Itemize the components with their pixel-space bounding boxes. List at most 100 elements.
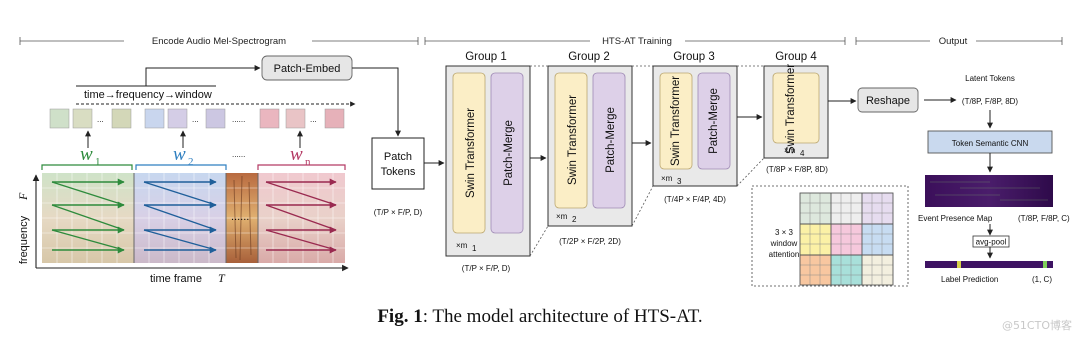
watermark: @51CTO博客 <box>1001 319 1072 332</box>
token-thumb <box>144 108 165 129</box>
window-attention-line3: attention <box>769 250 800 259</box>
group-3-box: Swin Transformer Patch-Merge ×m 3 <box>652 65 738 187</box>
window-label-w1-sub: 1 <box>95 156 101 168</box>
group-3-mult-sub: 3 <box>677 177 682 186</box>
section-header-output: Output <box>855 34 1063 47</box>
group-projection-lines-2-3 <box>631 65 654 227</box>
caption-bold: Fig. 1 <box>377 306 423 327</box>
window-ellipsis: ...... <box>232 150 245 159</box>
token-semantic-cnn-label: Token Semantic CNN <box>952 139 1029 148</box>
window-label-wn-sub: n <box>305 156 311 168</box>
patch-tokens-line1: Patch <box>384 151 412 163</box>
section-header-encode: Encode Audio Mel-Spectrogram <box>19 34 419 47</box>
group-4-mult: ×m <box>784 146 796 155</box>
flow-arrow-to-patch-embed <box>145 65 261 86</box>
token-thumb <box>167 108 188 129</box>
group-2-mult: ×m <box>556 212 568 221</box>
group-3-mult: ×m <box>661 174 673 183</box>
caption-text: : The model architecture of HTS-AT. <box>422 306 703 327</box>
token-thumb <box>205 108 226 129</box>
patch-embed-label: Patch-Embed <box>274 63 341 75</box>
window-label-w2-sub: 2 <box>188 156 194 168</box>
group-1-swin-block <box>452 72 486 234</box>
group-1-title: Group 1 <box>465 51 507 63</box>
label-prediction-label: Label Prediction <box>941 275 998 284</box>
token-thumb <box>72 108 93 129</box>
group-1-swin-label: Swin Transformer <box>465 108 477 198</box>
group-2-title: Group 2 <box>568 51 610 63</box>
token-thumb <box>259 108 280 129</box>
order-label: time→frequency→window <box>84 89 212 101</box>
group-3-swin-label: Swin Transformer <box>670 76 682 166</box>
training-section-label: HTS-AT Training <box>602 36 672 47</box>
thumb-dots: ... <box>192 115 199 124</box>
time-var: T <box>218 271 226 285</box>
group-3-dim: (T/4P × F/4P, 4D) <box>664 195 726 204</box>
token-thumb <box>324 108 345 129</box>
thumb-dots: ... <box>97 115 104 124</box>
token-up-arrows <box>85 130 303 148</box>
window-attention-panel: 3 × 3 window attention <box>751 185 909 287</box>
token-thumb <box>285 108 306 129</box>
section-header-training: HTS-AT Training <box>424 34 846 47</box>
group-1-box: Swin Transformer Patch-Merge ×m 1 <box>445 65 531 257</box>
patch-embed-box: Patch-Embed <box>261 55 353 81</box>
frequency-axis-text: frequency <box>18 215 30 264</box>
label-prediction-dim: (1, C) <box>1032 275 1052 284</box>
group-2-mult-sub: 2 <box>572 215 577 224</box>
window-brackets <box>41 164 346 170</box>
window-attention-line1: 3 × 3 <box>775 228 794 237</box>
event-presence-map-label: Event Presence Map <box>918 214 993 223</box>
group-4-swin-block <box>772 72 820 144</box>
window-label-w2: w <box>173 144 186 165</box>
group-3-merge-label: Patch-Merge <box>708 88 720 154</box>
group-1-mult-sub: 1 <box>472 244 477 253</box>
group-4-mult-sub: 4 <box>800 149 805 158</box>
event-presence-map <box>925 175 1053 207</box>
group-1-dim: (T/P × F/P, D) <box>462 264 511 273</box>
flow-arrow-to-patch-tokens <box>352 67 401 137</box>
reshape-label: Reshape <box>866 95 910 107</box>
encode-section-label: Encode Audio Mel-Spectrogram <box>152 36 286 47</box>
group-2-dim: (T/2P × F/2P, 2D) <box>559 237 621 246</box>
token-thumb <box>49 108 70 129</box>
thumb-dots: ... <box>310 115 317 124</box>
time-axis-label: time frame <box>150 273 202 285</box>
reshape-box: Reshape <box>857 87 919 113</box>
window-attention-line2: window <box>770 239 798 248</box>
group-2-box: Swin Transformer Patch-Merge ×m 2 <box>547 65 633 227</box>
group-2-merge-label: Patch-Merge <box>605 107 617 173</box>
window-attention-grid <box>799 192 894 286</box>
group-1-mult: ×m <box>456 241 468 250</box>
group-4-dim: (T/8P × F/8P, 8D) <box>766 165 828 174</box>
group-3-swin-block <box>659 72 693 170</box>
group-3-title: Group 3 <box>673 51 715 63</box>
spectrogram-ellipsis: ...... <box>231 211 249 223</box>
group-4-title: Group 4 <box>775 51 817 63</box>
window-label-w1: w <box>80 144 93 165</box>
window-label-wn: w <box>290 144 303 165</box>
avg-pool-box: avg-pool <box>972 235 1010 248</box>
latent-tokens-label: Latent Tokens <box>965 74 1015 83</box>
token-thumb <box>111 108 132 129</box>
figure-caption: Fig. 1: The model architecture of HTS-AT… <box>0 306 1080 328</box>
patch-tokens-dim: (T/P × F/P, D) <box>374 208 423 217</box>
output-section-label: Output <box>939 36 968 47</box>
group-2-swin-label: Swin Transformer <box>567 95 579 185</box>
patch-tokens-line2: Tokens <box>381 166 416 178</box>
group-2-merge-block <box>592 72 626 209</box>
event-presence-map-dim: (T/8P, F/8P, C) <box>1018 214 1070 223</box>
group-4-swin-label: Swin Transformer <box>785 64 797 154</box>
group-1-merge-label: Patch-Merge <box>503 120 515 186</box>
group-2-swin-block <box>554 72 588 209</box>
token-semantic-cnn-box: Token Semantic CNN <box>927 130 1053 154</box>
label-prediction-bar <box>925 261 1053 268</box>
group-projection-lines-3-4 <box>736 65 765 187</box>
latent-tokens-dim: (T/8P, F/8P, 8D) <box>962 97 1019 106</box>
thumb-ellipsis: ...... <box>232 115 245 124</box>
avg-pool-label: avg-pool <box>976 238 1007 247</box>
mel-spectrogram: ...... <box>42 173 345 263</box>
patch-tokens-box: Patch Tokens <box>371 137 425 190</box>
group-3-merge-block <box>697 72 731 170</box>
